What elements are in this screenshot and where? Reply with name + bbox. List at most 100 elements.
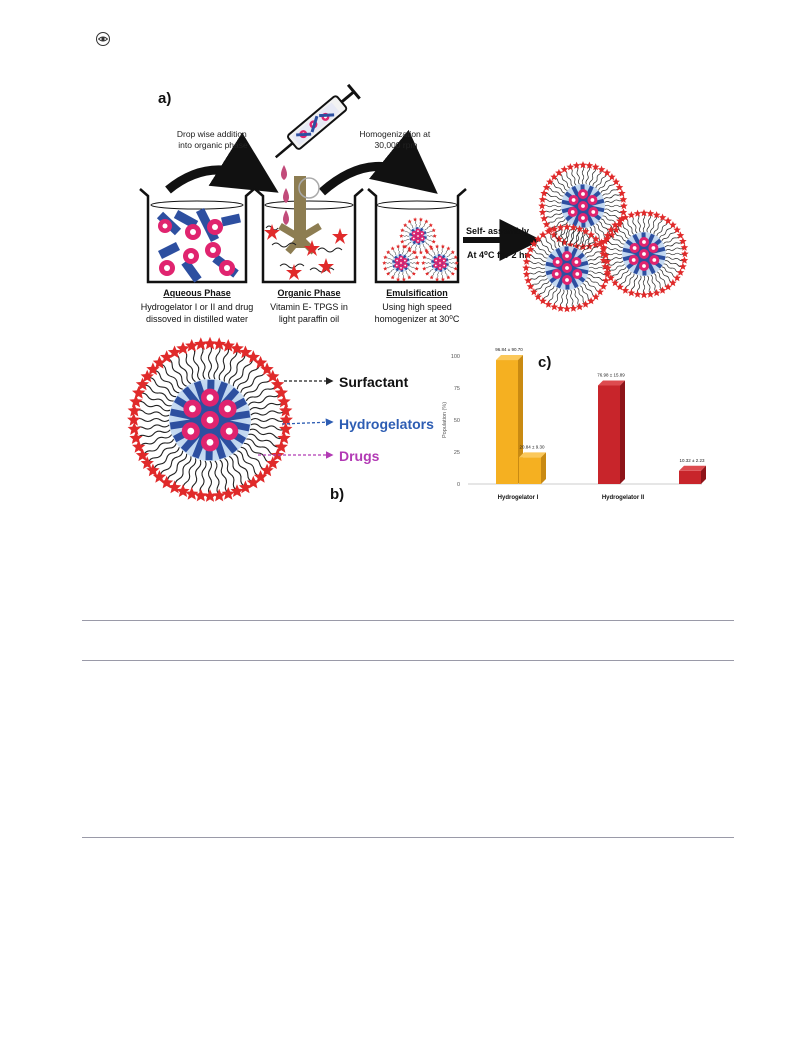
surfactant-head — [400, 240, 404, 244]
surfactant-chain — [393, 271, 397, 277]
surfactant-chain — [555, 178, 568, 191]
surfactant-chain — [398, 272, 400, 279]
surfactant-chain — [137, 401, 170, 410]
beaker-emulsification — [368, 189, 466, 282]
surfactant-head — [429, 223, 433, 227]
surfactant-chain — [136, 410, 170, 416]
surfactant-chain — [651, 275, 657, 292]
surfactant-head — [403, 223, 407, 227]
surfactant-chain — [225, 458, 237, 490]
surfactant-chain — [539, 240, 552, 253]
drug-molecule-center — [207, 439, 214, 446]
surfactant-chain — [424, 263, 431, 264]
surfactant-head — [543, 221, 551, 228]
surfactant-head — [618, 189, 626, 196]
surfactant-head — [415, 267, 419, 271]
surfactant-chain — [250, 429, 283, 438]
svg-text:homogenizer at 30⁰C: homogenizer at 30⁰C — [375, 314, 460, 324]
surfactant-chain — [528, 271, 546, 274]
bar: 20.84 ± 9.30 — [519, 444, 546, 484]
surfactant-head — [628, 289, 636, 296]
surfactant-head — [647, 290, 655, 297]
surfactant-head — [412, 272, 416, 276]
svg-text:Organic Phase: Organic Phase — [277, 288, 340, 298]
surfactant-head — [441, 277, 445, 281]
surfactant-chain — [428, 253, 433, 257]
surfactant-chain — [415, 245, 417, 252]
surfactant-chain — [402, 247, 404, 254]
surfactant-head — [540, 215, 548, 222]
bar-front — [519, 457, 541, 484]
surfactant-head — [527, 283, 535, 290]
surfactant-chain — [192, 347, 200, 380]
drug-molecule-center — [581, 192, 585, 196]
surfactant-chain — [637, 276, 641, 294]
surfactant-chain — [251, 411, 285, 415]
drug-molecule-center — [421, 238, 423, 240]
drug-molecule-center — [565, 278, 569, 282]
surfactant-chain — [402, 236, 409, 237]
surfactant-chain — [596, 224, 607, 239]
surfactant-chain — [582, 166, 584, 184]
homog-label: Homogenization at 30,000 rpm — [359, 129, 432, 150]
surfactant-head — [586, 242, 594, 249]
surfactant-head — [402, 277, 406, 281]
y-axis-label: Population (%) — [442, 402, 448, 438]
surfactant-head — [446, 246, 450, 250]
surfactant-chain — [583, 284, 596, 297]
surfactant-chain — [444, 249, 448, 255]
panel-c-label: c) — [538, 354, 551, 371]
drug-molecule-center — [565, 266, 569, 270]
surfactant-chain — [191, 460, 200, 493]
surfactant-chain — [410, 258, 416, 260]
surfactant-chain — [449, 258, 455, 260]
drug-molecule-center — [400, 262, 402, 264]
surfactant-chain — [250, 402, 283, 410]
surfactant-head — [628, 211, 636, 218]
surfactant-chain — [410, 222, 413, 228]
self-assembly-label: Self- assembly — [466, 226, 529, 236]
surfactant-chain — [560, 290, 564, 308]
drug-molecule-center — [632, 258, 636, 262]
svg-text:dissoved in distilled water: dissoved in distilled water — [146, 314, 248, 324]
surfactant-chain — [612, 267, 627, 278]
surfactant-head — [681, 256, 689, 263]
surfactant-chain — [140, 435, 172, 447]
surfactant-chain — [447, 269, 452, 273]
drug-molecule-center — [189, 405, 196, 412]
surfactant-head — [400, 228, 404, 232]
surfactant-chain — [229, 456, 245, 486]
surfactant-head — [435, 244, 439, 248]
surfactant-chain — [432, 249, 435, 255]
surfactant-chain — [209, 345, 212, 379]
surfactant-head — [681, 244, 689, 251]
surfactant-head — [653, 289, 661, 296]
svg-text:Using high speed: Using high speed — [382, 302, 452, 312]
drug-molecule-center — [642, 252, 646, 256]
drug-molecule-center — [421, 233, 423, 235]
drug-molecule-center — [413, 233, 415, 235]
surfactant-chain — [577, 167, 580, 185]
beaker-captions: Aqueous Phase Hydrogelator I or II and d… — [141, 288, 460, 324]
surfactant-chain — [220, 460, 228, 493]
drug-molecule-center — [435, 265, 437, 267]
surfactant-head — [634, 290, 642, 297]
micelle-mini-left — [382, 244, 420, 281]
surfactant-chain — [183, 350, 195, 382]
surfactant-head — [622, 287, 630, 294]
surfactant-chain — [605, 205, 623, 207]
surfactant-head — [383, 267, 387, 271]
surfactant-chain — [410, 244, 414, 250]
surfactant-head — [563, 305, 571, 312]
drug-molecule-center — [417, 240, 419, 242]
surfactant-head — [185, 339, 198, 352]
surfactant-head — [523, 270, 531, 277]
drug-molecule-center — [642, 264, 646, 268]
divider-line — [82, 837, 734, 838]
surfactant-head — [679, 237, 687, 244]
surfactant-chain — [219, 347, 228, 380]
surfactant-chain — [425, 242, 430, 246]
surfactant-chain — [403, 272, 404, 279]
surfactant-head — [421, 261, 425, 265]
surfactant-chain — [544, 199, 562, 203]
